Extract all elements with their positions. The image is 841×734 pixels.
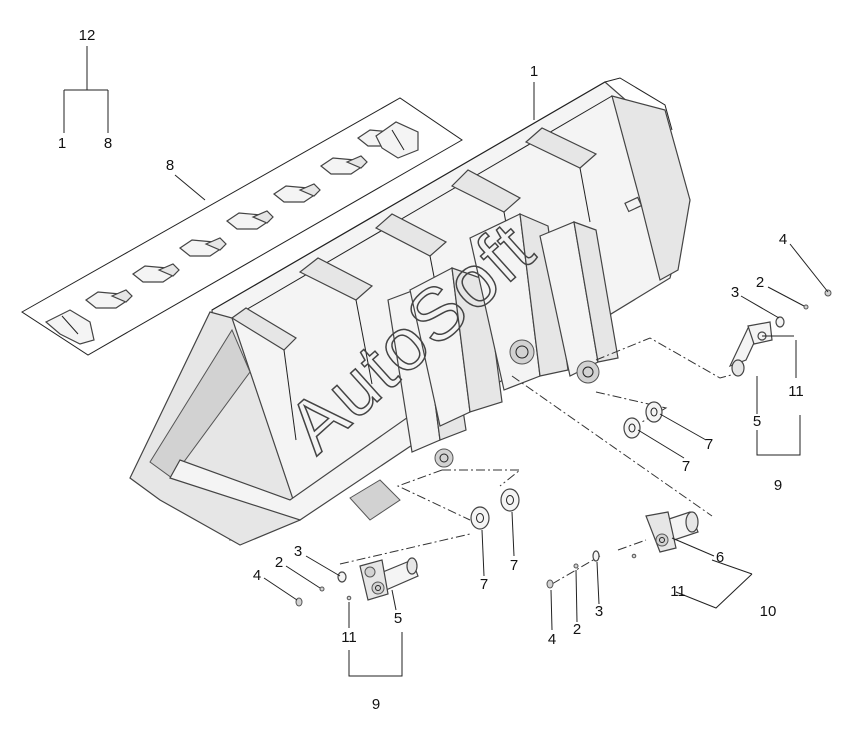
washer-7-pair-right [623,401,663,439]
callout-11-bottom-right: 11 [670,583,686,600]
washer-3-bottom [592,550,600,562]
callout-6: 6 [716,549,724,566]
pin-assembly-right [728,321,794,377]
callout-1-kit: 1 [58,135,66,152]
callout-11-right: 11 [788,383,804,400]
pin-11-bottom [631,553,637,559]
mount-bracket-center-left [409,267,503,427]
washer-7-pair-center [470,488,520,530]
callout-7-b: 7 [682,458,690,475]
callout-3-left: 3 [294,543,302,560]
mount-bracket-center-right [469,213,569,391]
teeth-panel [21,97,463,356]
bolt-4-left [295,597,303,607]
corner-tooth-right [375,121,419,159]
corner-tooth-left [44,309,95,345]
mount-bracket-right [539,221,619,384]
washer-3-left [337,571,347,583]
tooth [178,237,227,257]
assembly-centerlines [339,337,743,585]
callout-3-bottom: 3 [595,603,603,620]
callout-12: 12 [79,27,96,44]
callout-4-left: 4 [253,567,261,584]
callout-11-left: 11 [341,629,357,646]
tooth [272,183,321,203]
callout-9-left: 9 [372,696,380,713]
callout-8: 8 [166,157,174,174]
callout-8-kit: 8 [104,135,112,152]
tooth [319,155,368,175]
washer-2-left [319,586,325,592]
callout-7-d: 7 [510,557,518,574]
tooth [225,210,274,230]
bolt-4-right [824,289,832,297]
bolt-4-bottom [546,579,554,589]
callout-5-left: 5 [394,610,402,627]
leader-lines [174,82,829,677]
callout-labels: 12 1 8 8 1 4 2 3 11 5 9 7 7 7 7 6 11 10 … [58,27,804,713]
callout-2-right: 2 [756,274,764,291]
loader-bucket [129,77,691,546]
callout-5-right: 5 [753,413,761,430]
washer-3-right [775,316,785,328]
washer-2-right [803,304,809,310]
pin-assembly-left [359,557,419,601]
tooth [84,289,133,309]
callout-7-c: 7 [480,576,488,593]
callout-2-left: 2 [275,554,283,571]
bucket-teeth-row [44,121,419,345]
callout-7-a: 7 [705,436,713,453]
callout-4-bottom: 4 [548,631,556,648]
kit-bracket [63,46,109,133]
pin-11-left [346,595,352,601]
callout-1: 1 [530,63,538,80]
callout-10: 10 [760,603,777,620]
callout-2-bottom: 2 [573,621,581,638]
callout-3-right: 3 [731,284,739,301]
callout-9-right: 9 [774,477,782,494]
callout-4-right: 4 [779,231,787,248]
washer-2-bottom [573,563,579,569]
tooth [131,263,180,283]
pin-assembly-bottom [645,511,699,553]
